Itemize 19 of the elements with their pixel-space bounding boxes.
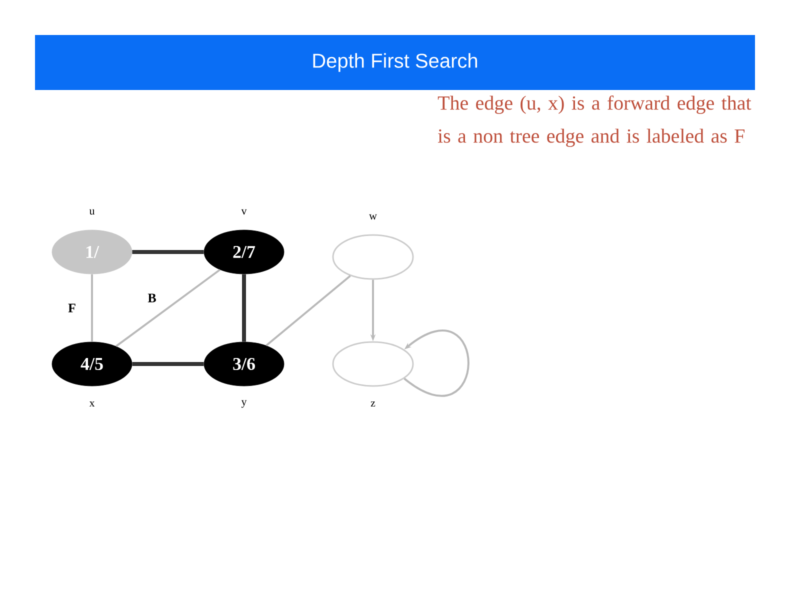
vertex-letter: y [241,400,247,408]
vertex-letter: z [370,401,376,407]
note-text: The edge (u, x) is a forward edge that is a non tree edge and is labeled as F [438,96,752,147]
vertex-ellipse [332,341,414,387]
edge [116,268,220,348]
vertex-letter: v [241,209,247,215]
vertex-letter: u [89,209,95,215]
edge [91,274,93,342]
edge [404,330,470,397]
edge [242,274,246,342]
edge [266,275,351,346]
vertex-letter: w [369,214,377,220]
vertex-ellipse [332,234,414,280]
edge-label: F [67,302,77,314]
vertex-letter: x [89,401,95,407]
edge [132,250,204,254]
edge [132,362,204,366]
edge-label: B [146,292,158,304]
title-bar: Depth First Search [35,35,755,90]
